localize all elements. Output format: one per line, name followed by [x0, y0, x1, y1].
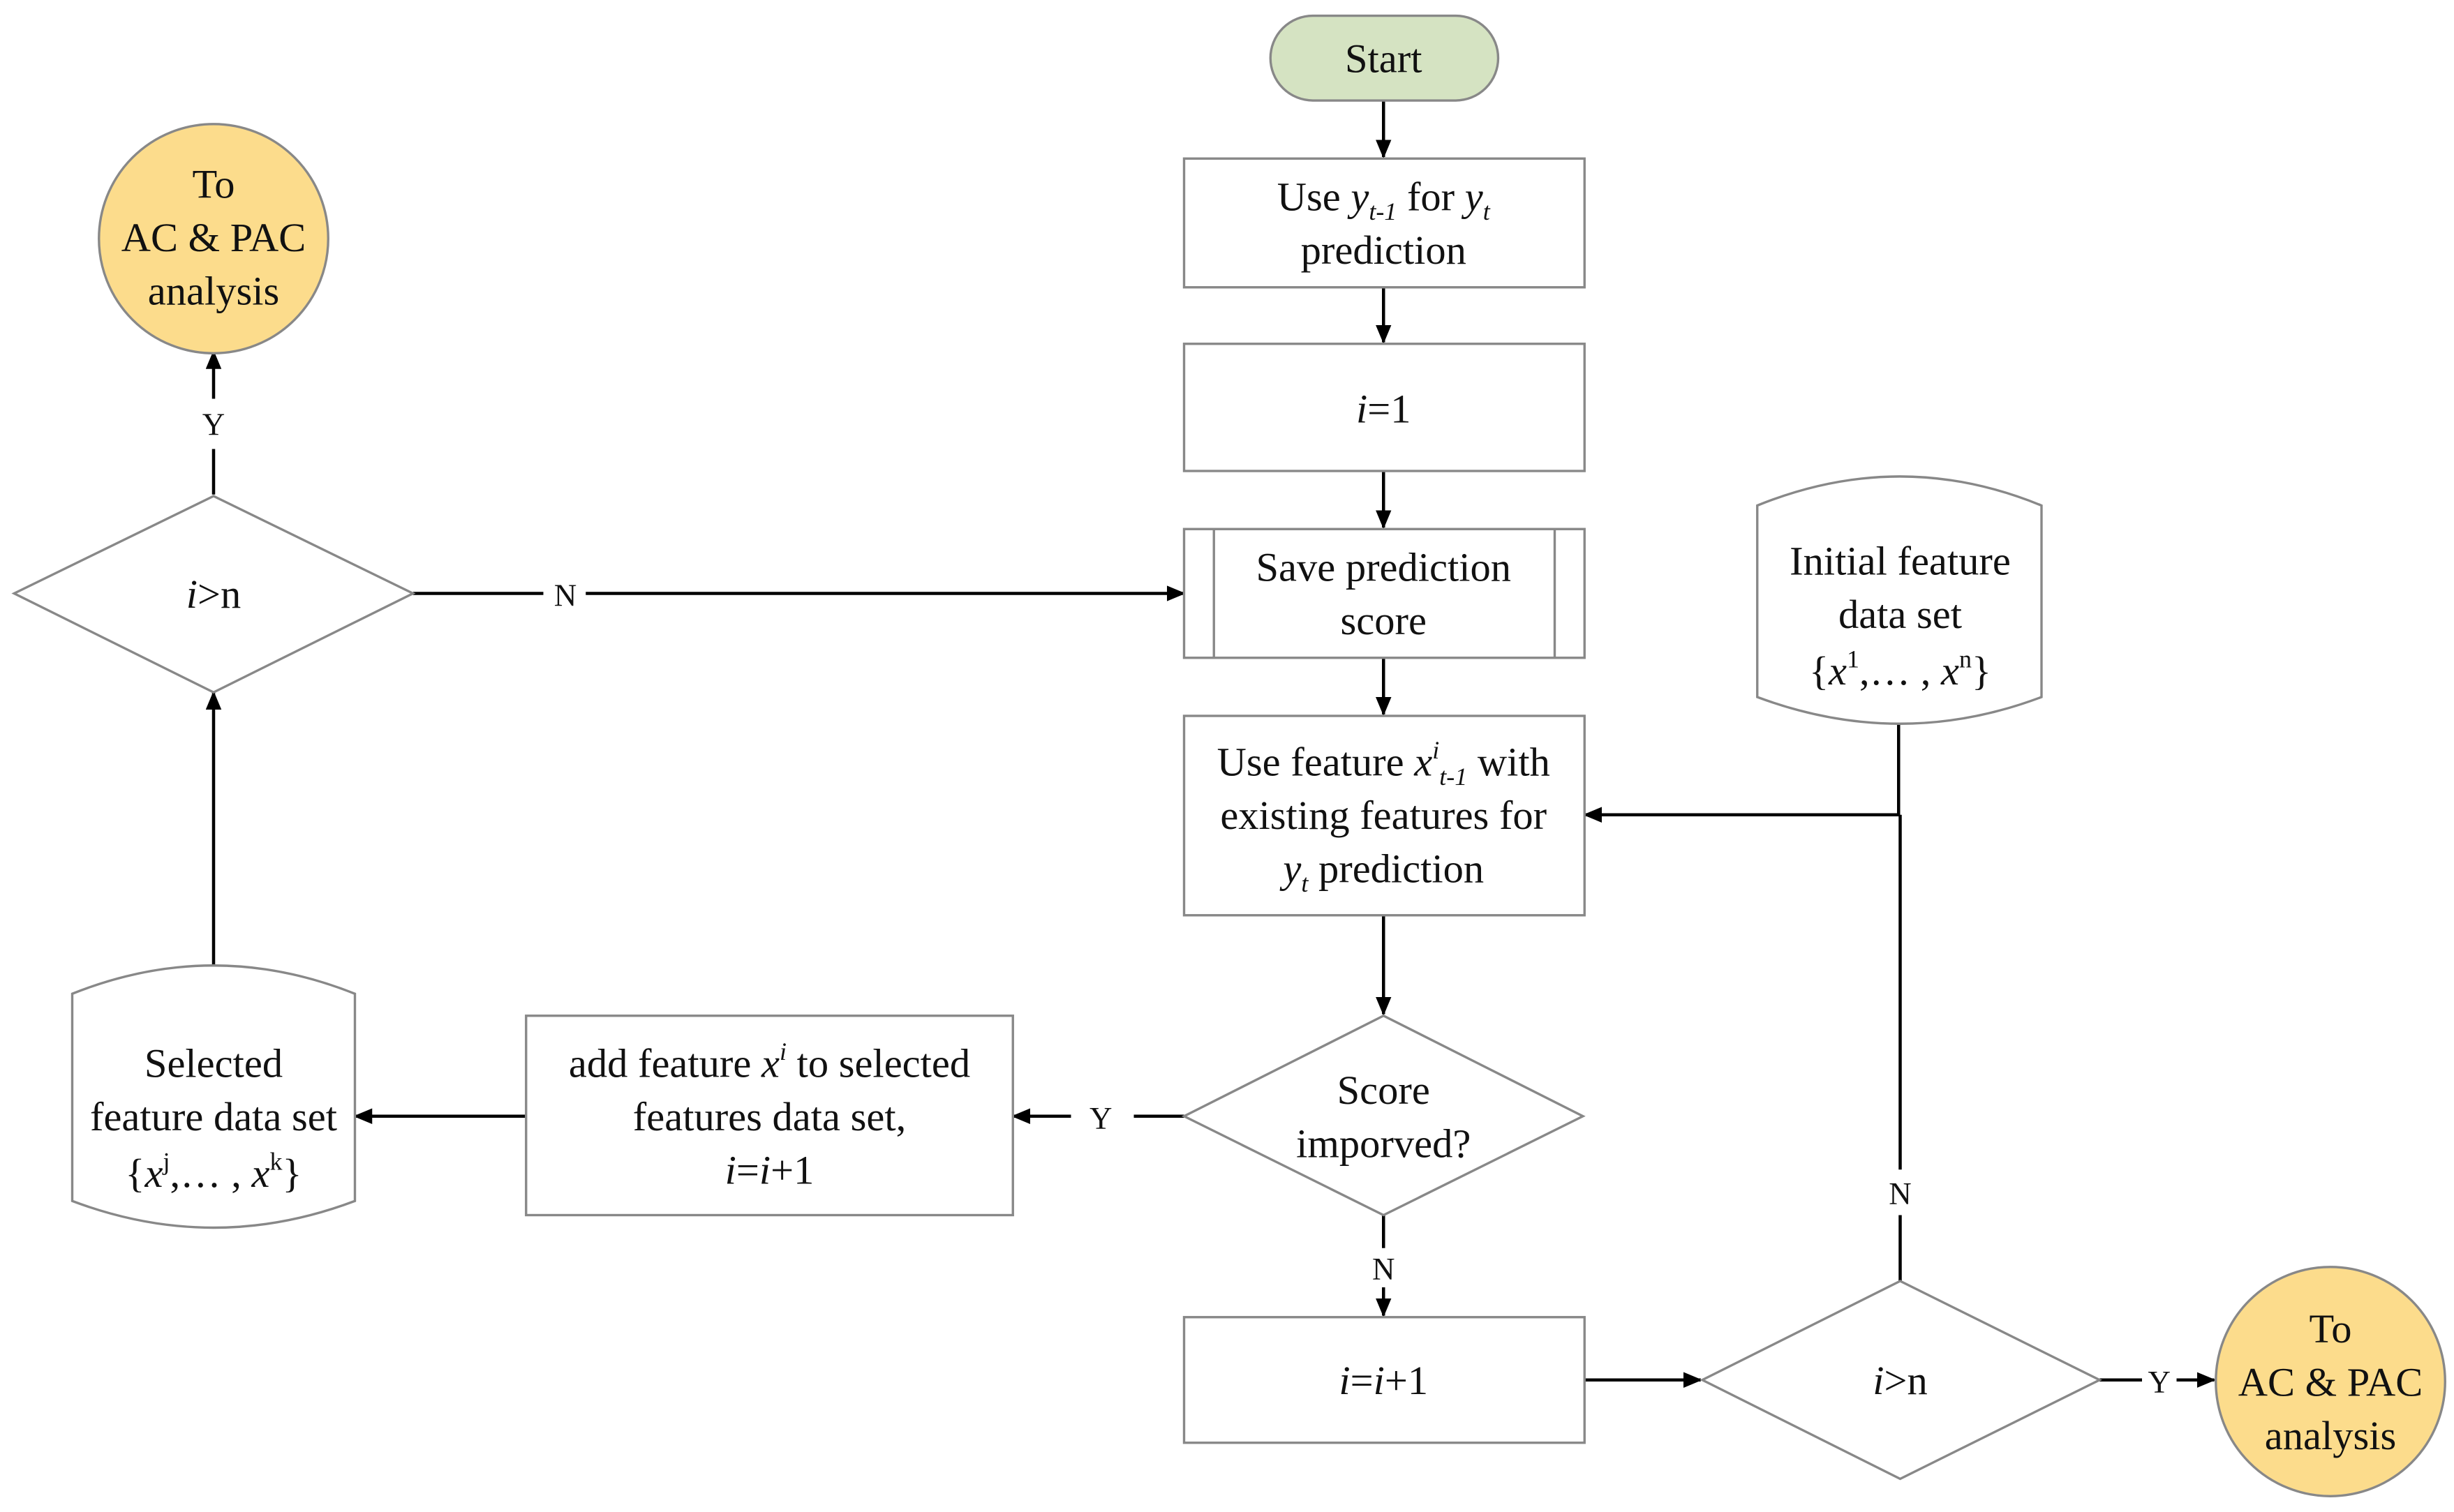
terminal-right-line2: AC & PAC	[2238, 1359, 2423, 1405]
terminal-right-circle	[2215, 1266, 2446, 1497]
selected-set-cylinder	[70, 964, 357, 1229]
use-feature-line3: yt prediction	[1279, 846, 1484, 898]
edge-label-bottom-no: N	[1889, 1176, 1912, 1211]
save-score-line1: Save prediction	[1256, 545, 1511, 590]
check-left-diamond	[11, 495, 416, 694]
initial-set-line2: data set	[1838, 592, 1962, 637]
terminal-left-circle	[98, 123, 329, 354]
connectors	[205, 100, 2216, 1388]
add-feature-box	[525, 1015, 1014, 1217]
score-line2: imporved?	[1296, 1121, 1471, 1166]
initial-set-line3: {x1,… , xn}	[1809, 645, 1991, 694]
check-bottom-label: i>n	[1873, 1358, 1928, 1403]
use-prev-line2: prediction	[1301, 227, 1466, 273]
terminal-left-line2: AC & PAC	[121, 215, 306, 260]
increment-box	[1182, 1316, 1586, 1444]
edge-label-score-no: N	[1372, 1252, 1395, 1287]
save-score-box	[1182, 527, 1586, 659]
start-label: Start	[1345, 36, 1422, 82]
initial-set-line1: Initial feature	[1790, 539, 2011, 584]
edge-initial-set-to-use-feature	[1583, 720, 1901, 823]
check-left-label: i>n	[186, 571, 241, 617]
check-bottom-diamond	[1700, 1280, 2103, 1481]
start-terminal	[1269, 14, 1500, 102]
terminal-right-line1: To	[2310, 1306, 2352, 1352]
edge-label-left-yes: Y	[202, 407, 225, 442]
edge-label-score-yes: Y	[1090, 1101, 1113, 1136]
use-prev-box	[1182, 157, 1586, 289]
selected-set-line1: Selected	[144, 1041, 283, 1086]
use-feature-line2: existing features for	[1220, 793, 1547, 838]
node-shapes	[11, 14, 2446, 1497]
use-feature-box	[1182, 714, 1586, 917]
use-prev-line1: Use yt-1 for yt	[1277, 174, 1491, 225]
edge-labels: Y N Y N N Y	[202, 407, 2171, 1400]
add-feature-line3: i=i+1	[725, 1148, 815, 1193]
initial-set-cylinder	[1756, 475, 2043, 725]
add-feature-line2: features data set,	[633, 1094, 906, 1139]
score-line1: Score	[1337, 1068, 1430, 1113]
selected-set-line2: feature data set	[90, 1094, 337, 1139]
save-score-line2: score	[1341, 598, 1427, 643]
terminal-right-line3: analysis	[2265, 1413, 2396, 1458]
init-i-box	[1182, 343, 1586, 472]
init-i-label: i=1	[1356, 386, 1411, 431]
terminal-left-line3: analysis	[148, 269, 279, 314]
edge-label-bottom-yes: Y	[2148, 1365, 2171, 1400]
selected-set-line3: {xj,… , xk}	[125, 1147, 302, 1196]
increment-label: i=i+1	[1339, 1358, 1428, 1403]
terminal-left-line1: To	[193, 162, 235, 207]
score-diamond	[1181, 1014, 1586, 1217]
edge-label-left-no: N	[554, 578, 577, 613]
add-feature-line1: add feature xi to selected	[569, 1038, 970, 1086]
node-labels: Start Use yt-1 for yt prediction i=1 Sav…	[90, 36, 2423, 1458]
use-feature-line1: Use feature xit-1 with	[1217, 736, 1550, 791]
